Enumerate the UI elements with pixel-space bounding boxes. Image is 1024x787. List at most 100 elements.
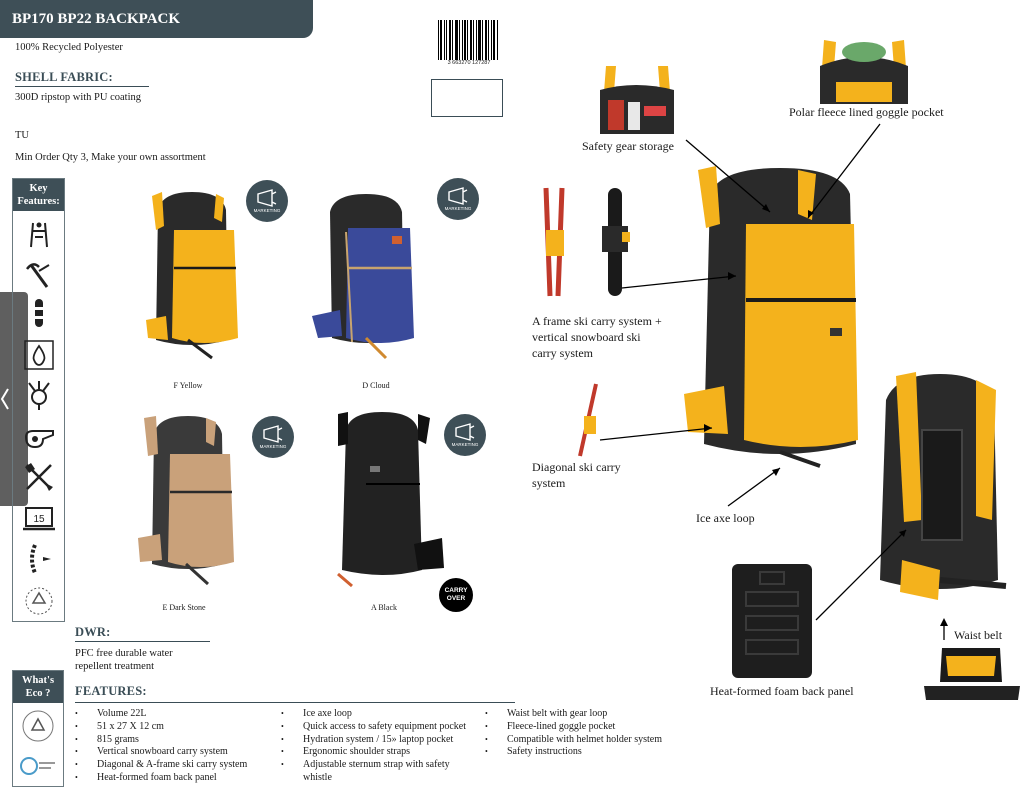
material-text: 100% Recycled Polyester bbox=[15, 42, 123, 53]
barcode-number: 3 663270 127287 bbox=[447, 60, 491, 66]
backpack-black-image bbox=[337, 412, 444, 588]
chevron-left-icon[interactable] bbox=[0, 386, 12, 412]
callout-aframe-line3: carry system bbox=[532, 346, 593, 360]
feature-item-continuation: whistle bbox=[303, 772, 332, 783]
waist-belt-image bbox=[924, 648, 1020, 700]
shell-fabric-rule bbox=[15, 86, 149, 87]
callout-aframe-line2: vertical snowboard ski bbox=[532, 330, 641, 344]
marketing-badge: MARKETING bbox=[437, 178, 479, 220]
badge-label: MARKETING bbox=[444, 206, 472, 211]
callout-diagonal: Diagonal ski carry system bbox=[532, 459, 621, 491]
back-panel-icon bbox=[30, 544, 51, 574]
feature-item: Quick access to safety equipment pocket bbox=[281, 721, 466, 734]
backpack-back-image bbox=[880, 372, 1007, 600]
recycled-polyester-icon bbox=[22, 710, 54, 742]
carry-over-line2: OVER bbox=[446, 595, 466, 602]
callout-aframe-line1: A frame ski carry system + bbox=[532, 314, 662, 328]
megaphone-icon bbox=[448, 187, 468, 205]
shell-fabric-value: 300D ripstop with PU coating bbox=[15, 92, 141, 103]
goggle-pocket-image bbox=[820, 40, 908, 104]
callout-goggle-pocket: Polar fleece lined goggle pocket bbox=[789, 105, 944, 119]
shovel-probe-icon bbox=[25, 463, 53, 491]
callout-diagonal-line1: Diagonal ski carry bbox=[532, 460, 621, 474]
carry-over-line1: CARRY bbox=[444, 587, 468, 594]
diagonal-ski-image bbox=[578, 383, 598, 457]
backpack-harness-icon bbox=[30, 222, 48, 248]
feature-item: Waist belt with gear loop bbox=[485, 708, 662, 721]
dwr-line1: PFC free durable water bbox=[75, 648, 173, 659]
features-heading: FEATURES: bbox=[75, 684, 147, 698]
marketing-badge: MARKETING bbox=[444, 414, 486, 456]
feature-item: Ice axe loop bbox=[281, 708, 466, 721]
features-col2: Ice axe loop Quick access to safety equi… bbox=[281, 708, 466, 772]
features-col1: Volume 22L 51 x 27 X 12 cm 815 grams Ver… bbox=[75, 708, 247, 785]
laptop-15-icon: 15 bbox=[23, 507, 55, 531]
backpack-main-image bbox=[684, 166, 858, 468]
callout-waist-belt: Waist belt bbox=[954, 628, 1003, 642]
callout-ice-axe: Ice axe loop bbox=[696, 511, 755, 525]
megaphone-icon bbox=[455, 423, 475, 441]
megaphone-icon bbox=[257, 189, 277, 207]
recycled-seal-icon bbox=[25, 587, 53, 615]
feature-item: Vertical snowboard carry system bbox=[75, 746, 247, 759]
snowboard-icon bbox=[33, 299, 45, 327]
feature-item: Ergonomic shoulder straps bbox=[281, 746, 466, 759]
feature-item: Fleece-lined goggle pocket bbox=[485, 721, 662, 734]
side-panel-toggle[interactable] bbox=[0, 292, 28, 506]
laptop-size-label: 15 bbox=[33, 514, 45, 525]
shell-fabric-heading: SHELL FABRIC: bbox=[15, 70, 113, 84]
dwr-line2: repellent treatment bbox=[75, 661, 155, 672]
badge-label: MARKETING bbox=[253, 208, 281, 213]
callout-heat-foam: Heat-formed foam back panel bbox=[710, 684, 854, 698]
badge-label: MARKETING bbox=[259, 444, 287, 449]
key-features-panel: Key Features: 15 bbox=[12, 178, 65, 622]
vertical-snowboard-image bbox=[602, 188, 630, 296]
dwr-heading: DWR: bbox=[75, 625, 111, 639]
backpack-dark-stone-image bbox=[138, 416, 234, 586]
whistle-icon bbox=[24, 430, 54, 449]
water-drop-icon bbox=[24, 340, 54, 370]
product-title: BP170 BP22 BACKPACK bbox=[0, 0, 313, 38]
feature-item: Adjustable sternum strap with safety bbox=[281, 759, 466, 772]
marketing-badge: MARKETING bbox=[246, 180, 288, 222]
callout-safety-gear: Safety gear storage bbox=[582, 139, 674, 153]
features-rule bbox=[75, 702, 515, 703]
backpack-cloud-image bbox=[312, 194, 414, 360]
carry-over-badge: CARRY OVER bbox=[439, 578, 473, 612]
ice-axe-icon bbox=[26, 263, 50, 288]
foam-back-panel-image bbox=[732, 564, 812, 678]
feature-item: Safety instructions bbox=[485, 746, 662, 759]
safety-key-icon bbox=[28, 381, 50, 410]
sample-box bbox=[431, 79, 503, 117]
color-caption: E Dark Stone bbox=[162, 603, 206, 612]
key-features-heading: Key Features: bbox=[13, 179, 64, 211]
color-caption: F Yellow bbox=[173, 381, 203, 390]
size-text: TU bbox=[15, 130, 29, 141]
feature-item: 51 x 27 X 12 cm bbox=[75, 721, 247, 734]
feature-item: Heat-formed foam back panel bbox=[75, 772, 247, 785]
marketing-badge: MARKETING bbox=[252, 416, 294, 458]
min-order-text: Min Order Qty 3, Make your own assortmen… bbox=[15, 152, 206, 163]
backpack-yellow-image bbox=[146, 192, 238, 360]
aframe-ski-image bbox=[543, 187, 565, 297]
global-recycled-standard-icon bbox=[20, 757, 55, 775]
feature-item: Volume 22L bbox=[75, 708, 247, 721]
key-features-heading-line2: Features: bbox=[17, 196, 60, 207]
callout-diagonal-line2: system bbox=[532, 476, 566, 490]
eco-panel: What's Eco ? bbox=[12, 670, 64, 787]
barcode: 3 663270 127287 bbox=[436, 20, 502, 70]
barcode-bars-icon bbox=[438, 20, 498, 60]
feature-item: 815 grams bbox=[75, 734, 247, 747]
feature-item: Diagonal & A-frame ski carry system bbox=[75, 759, 247, 772]
feature-item: Hydration system / 15» laptop pocket bbox=[281, 734, 466, 747]
callout-aframe: A frame ski carry system + vertical snow… bbox=[532, 313, 662, 361]
features-col3: Waist belt with gear loop Fleece-lined g… bbox=[485, 708, 662, 759]
eco-heading: What's Eco ? bbox=[13, 671, 63, 703]
dwr-rule bbox=[75, 641, 210, 642]
badge-label: MARKETING bbox=[451, 442, 479, 447]
eco-heading-line2: Eco ? bbox=[25, 688, 51, 699]
color-caption: A Black bbox=[371, 603, 397, 612]
key-features-heading-line1: Key bbox=[29, 183, 48, 194]
eco-heading-line1: What's bbox=[21, 675, 55, 686]
